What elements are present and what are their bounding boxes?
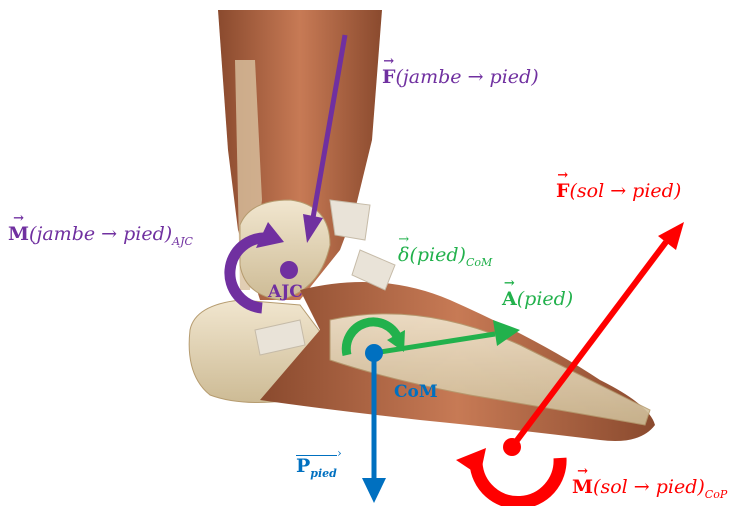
com-label: CoM bbox=[394, 384, 438, 401]
weight-arrowhead: › bbox=[337, 447, 342, 459]
force-leg-foot-label: F(jambe → pied) bbox=[382, 68, 539, 87]
delta-foot-sub: CoM bbox=[466, 256, 492, 269]
moment-leg-foot-label: M(jambe → pied)AJC bbox=[8, 225, 193, 247]
accel-foot-arg: (pied) bbox=[517, 288, 573, 310]
moment-ground-foot-sub: CoP bbox=[705, 488, 727, 501]
delta-foot-symbol: δ bbox=[398, 246, 409, 265]
com-point bbox=[365, 344, 383, 362]
delta-foot-label: δ(pied)CoM bbox=[398, 246, 492, 268]
cop-point bbox=[503, 438, 521, 456]
force-ground-foot-label: F(sol → pied) bbox=[556, 182, 681, 201]
moment-ground-foot-symbol: M bbox=[572, 478, 593, 497]
weight-foot-sub: pied bbox=[310, 467, 337, 480]
weight-foot-symbol: P bbox=[296, 455, 310, 477]
accel-foot-symbol: A bbox=[502, 290, 517, 309]
force-ground-foot-symbol: F bbox=[556, 182, 570, 201]
moment-leg-foot-arg: (jambe → pied) bbox=[29, 223, 172, 245]
ajc-label: AJC bbox=[268, 284, 303, 301]
moment-ground-foot-arg: (sol → pied) bbox=[593, 476, 705, 498]
moment-ground-foot-label: M(sol → pied)CoP bbox=[572, 478, 727, 500]
moment-leg-foot-symbol: M bbox=[8, 225, 29, 244]
force-ground-foot-arg: (sol → pied) bbox=[570, 180, 682, 202]
ajc-point bbox=[280, 261, 298, 279]
accel-foot-label: A(pied) bbox=[502, 290, 573, 309]
weight-foot-symbol-wrap: › Ppied bbox=[296, 455, 337, 479]
weight-foot-label: › Ppied bbox=[296, 455, 337, 479]
force-leg-foot-arg: (jambe → pied) bbox=[396, 66, 539, 88]
delta-foot-arg: (pied) bbox=[409, 244, 465, 266]
moment-leg-foot-sub: AJC bbox=[172, 235, 193, 248]
force-leg-foot-symbol: F bbox=[382, 68, 396, 87]
cop-label: CoP bbox=[494, 462, 532, 479]
